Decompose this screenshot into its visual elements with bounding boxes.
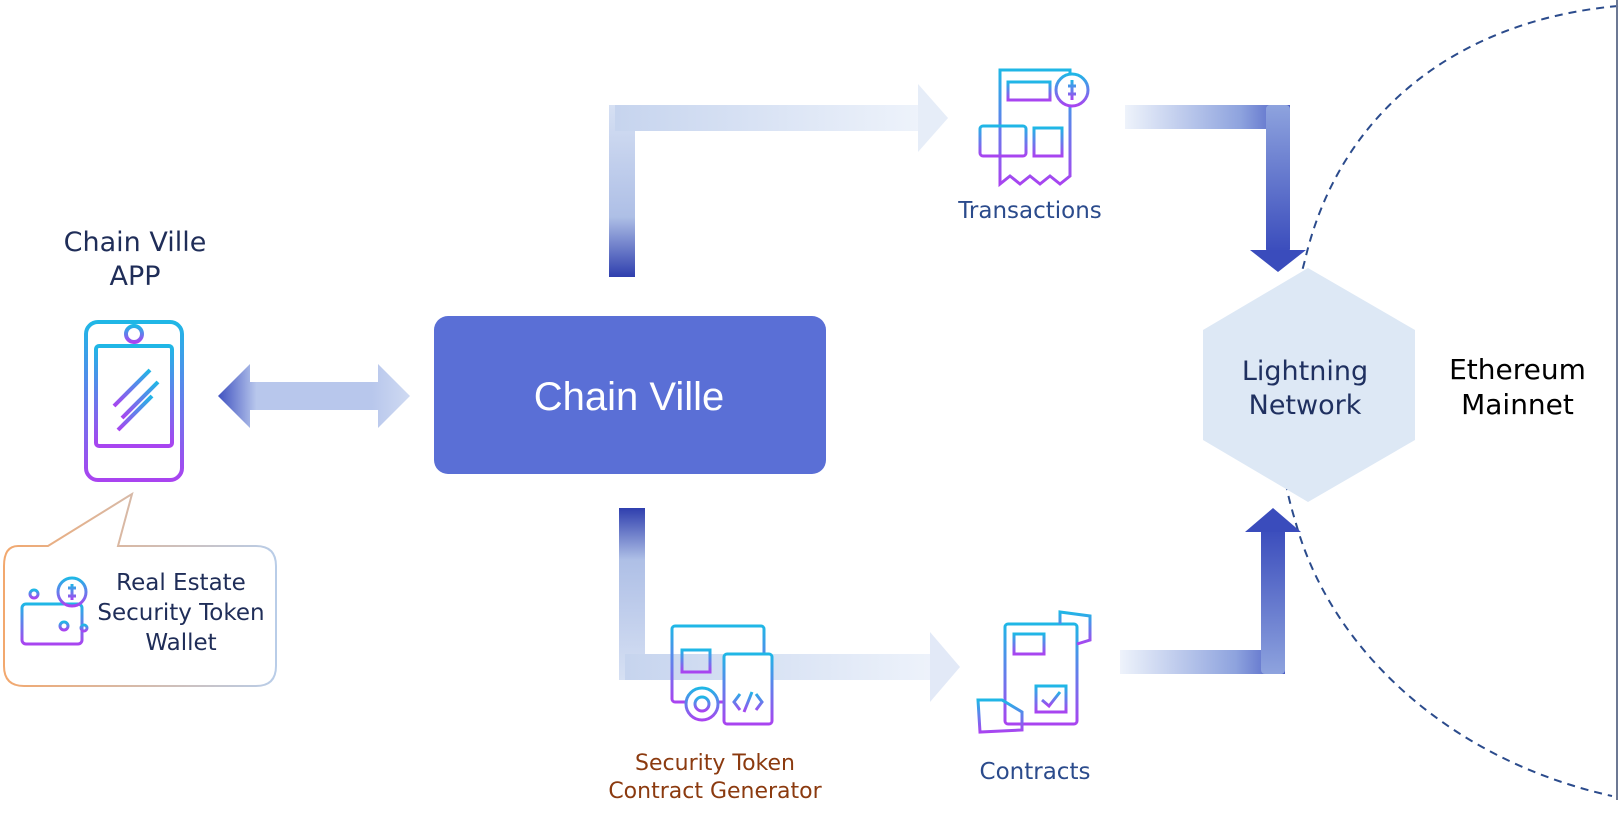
- contract-generator-icon: [670, 624, 774, 726]
- smartphone-icon: [84, 320, 184, 482]
- chain-ville-box: [434, 316, 826, 474]
- chain-ville-label: Chain Ville: [533, 375, 725, 419]
- lightning-label-line1: Lightning: [1241, 356, 1369, 387]
- generator-label-line1: Security Token: [635, 751, 795, 776]
- lightning-network-label: Lightning Network: [1220, 355, 1390, 423]
- ethereum-mainnet-label: Ethereum Mainnet: [1430, 352, 1605, 422]
- wallet-icon: [20, 576, 89, 646]
- generator-label: Security Token Contract Generator: [595, 750, 835, 806]
- app-title-line1: Chain Ville: [63, 227, 207, 258]
- wallet-label-line1: Real Estate: [116, 570, 246, 596]
- arrow-transactions-to-lightning: [1125, 105, 1306, 272]
- wallet-label-line2: Security Token: [97, 600, 265, 626]
- arrow-to-transactions: [609, 84, 948, 277]
- wallet-label-line3: Wallet: [145, 630, 217, 656]
- lightning-network-hexagon: [1203, 268, 1415, 502]
- contracts-icon: [976, 610, 1092, 734]
- ethereum-label-line2: Mainnet: [1461, 388, 1574, 421]
- ethereum-label-line1: Ethereum: [1449, 353, 1586, 386]
- app-title-line2: APP: [109, 261, 161, 292]
- transactions-icon: [978, 68, 1090, 188]
- lightning-label-line2: Network: [1248, 390, 1362, 421]
- transactions-label: Transactions: [958, 198, 1102, 224]
- wallet-speech-bubble: [3, 491, 277, 687]
- ethereum-boundary-arc: [1278, 5, 1619, 797]
- contracts-label: Contracts: [979, 759, 1091, 785]
- app-title: Chain Ville APP: [40, 226, 230, 294]
- arrow-contracts-to-lightning: [1120, 508, 1301, 674]
- wallet-label: Real Estate Security Token Wallet: [86, 568, 276, 658]
- arrow-to-contracts: [619, 508, 960, 702]
- double-arrow: [218, 364, 410, 428]
- generator-label-line2: Contract Generator: [608, 779, 822, 804]
